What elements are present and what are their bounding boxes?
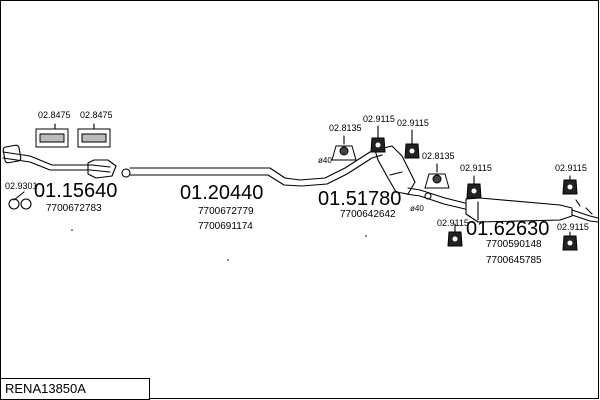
rubber-label-1: 02.9115 [363,114,395,124]
connecting-pipe-joint [424,192,432,200]
connecting-pipe [407,187,466,204]
oem-rear-muffler-2: 7700645785 [486,255,542,266]
middle-pipe [129,147,383,181]
diameter-mark-2: ø40 [410,204,424,213]
clamp-b-label: 02.8475 [80,110,113,120]
oem-front-pipe: 7700672783 [46,203,102,214]
rubber-label-4: 02.9115 [437,218,469,228]
gasket-ring [8,198,20,210]
front-pipe-body [87,159,117,179]
oem-middle-pipe-1: 7700672779 [198,206,254,217]
oem-middle-pipe-2: 7700691174 [198,221,253,232]
rubber-label-2: 02.9115 [397,118,429,128]
front-pipe-joint [121,168,131,178]
rubber-label-5: 02.9115 [555,163,587,173]
rear-muffler [465,197,573,223]
part-number-front-pipe: 01.15640 [34,180,118,202]
oem-center-muffler: 7700642642 [340,209,396,220]
diameter-mark-1: ø40 [318,156,332,165]
clamp-a-label: 02.8475 [38,110,71,120]
mount-b-label: 02.8135 [422,151,455,161]
rubber-label-3: 02.9115 [460,163,492,173]
part-number-rear-muffler: 01.62630 [466,218,550,240]
diameter-icon: ø [410,204,415,213]
mount-a-label: 02.8135 [329,123,362,133]
front-flange [2,144,22,164]
front-pipe [2,157,111,173]
mount-a-icon [331,145,357,161]
diameter-icon: ø [318,156,323,165]
tail-pipe [571,209,599,219]
rubber-label-6: 02.9115 [557,222,589,232]
gasket-label: 02.9301 [5,181,38,191]
mount-b-icon [424,173,450,189]
oem-rear-muffler-1: 7700590148 [486,239,542,250]
drawing-code-box: RENA13850A [0,378,150,400]
part-number-center-muffler: 01.51780 [318,188,402,210]
part-number-middle-pipe: 01.20440 [180,182,264,204]
drawing-code: RENA13850A [5,381,86,396]
